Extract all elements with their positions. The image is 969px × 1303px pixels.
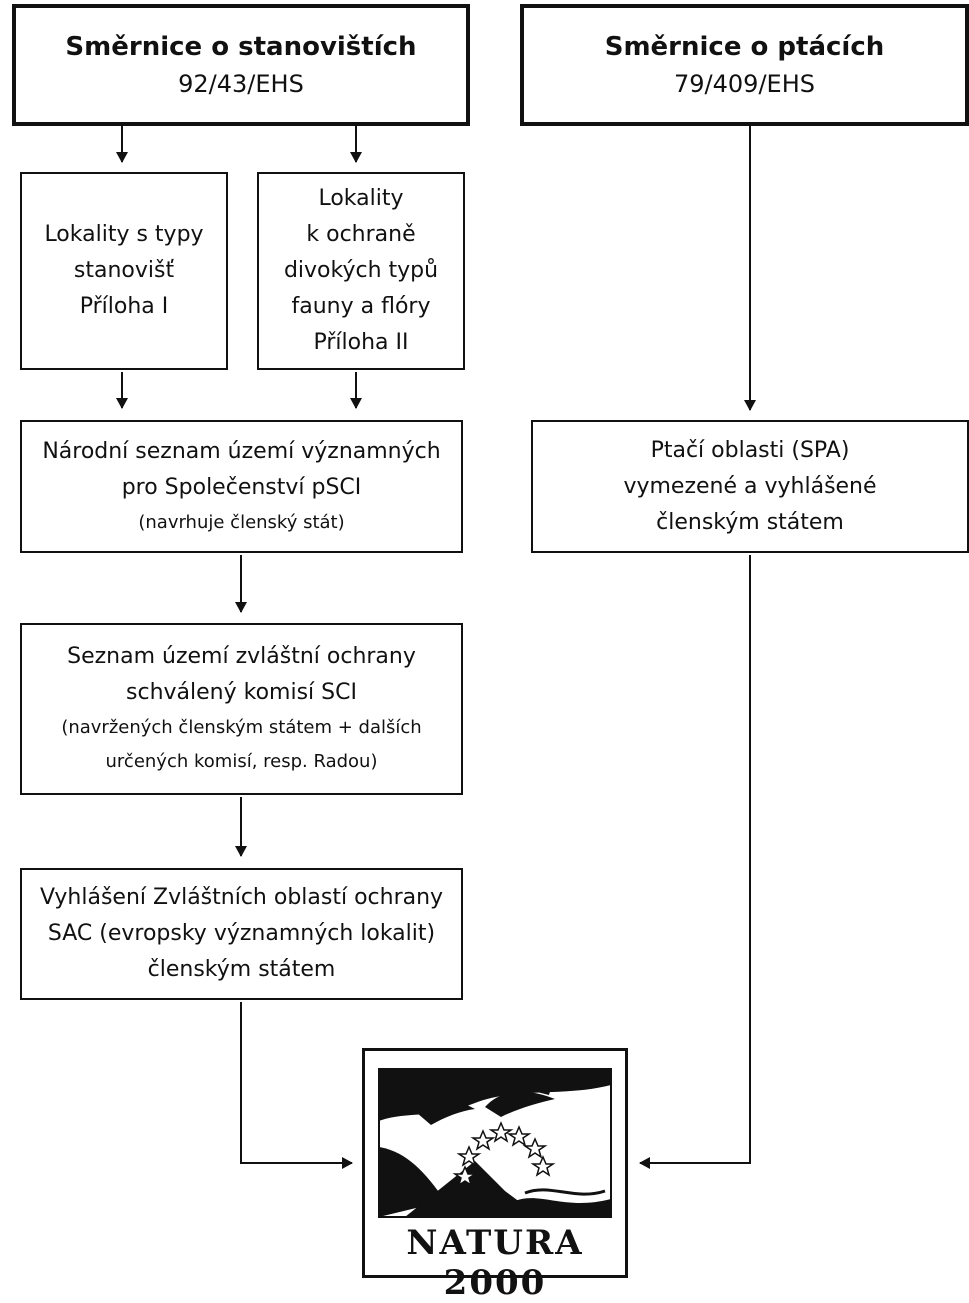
sac-line: členským státem	[147, 957, 336, 982]
arrow-sac-to-natura	[240, 1002, 353, 1169]
annex1-line: Lokality s typy	[44, 222, 204, 247]
annex2-line: Lokality	[318, 186, 404, 211]
annex2-line: k ochraně	[306, 222, 416, 247]
annex1-line: stanovišť	[73, 258, 175, 283]
natura-landscape-icon	[378, 1068, 612, 1218]
annex2-line: fauny a flóry	[291, 294, 431, 319]
sci-line: Seznam území zvláštní ochrany	[67, 644, 416, 669]
spa-line: členským státem	[656, 509, 844, 535]
habitats-directive-code: 92/43/EHS	[178, 70, 304, 98]
national-list-line: pro Společenství pSCI	[121, 474, 362, 500]
annex2-line: divokých typů	[283, 258, 439, 283]
spa-line: vymezené a vyhlášené	[623, 473, 877, 499]
sci-note: určených komisí, resp. Radou)	[105, 751, 378, 772]
sci-line: schválený komisí SCI	[126, 680, 357, 705]
national-list-psci-box: Národní seznam území významných pro Spol…	[20, 420, 463, 553]
national-list-note: (navrhuje členský stát)	[138, 511, 345, 533]
connector-arrows	[116, 126, 756, 1169]
sci-note: (navržených členským státem + dalších	[61, 717, 422, 738]
spa-box: Ptačí oblasti (SPA) vymezené a vyhlášené…	[531, 420, 969, 553]
sac-declaration-box: Vyhlášení Zvláštních oblastí ochrany SAC…	[20, 868, 463, 1000]
arrow-spa-to-natura	[639, 555, 751, 1169]
birds-directive-title: Směrnice o ptácích	[604, 32, 885, 62]
annex1-habitat-sites-box: Lokality s typy stanovišť Příloha I	[20, 172, 228, 370]
annex2-line: Příloha II	[313, 330, 409, 355]
sac-line: Vyhlášení Zvláštních oblastí ochrany	[39, 885, 444, 910]
sac-line: SAC (evropsky významných lokalit)	[47, 921, 436, 946]
birds-directive-code: 79/409/EHS	[674, 70, 815, 98]
sci-list-box: Seznam území zvláštní ochrany schválený …	[20, 623, 463, 795]
birds-directive-box: Směrnice o ptácích 79/409/EHS	[520, 4, 969, 126]
annex1-line: Příloha I	[79, 294, 169, 319]
natura-2000-text: NATURA 2000	[406, 1223, 584, 1303]
spa-line: Ptačí oblasti (SPA)	[650, 437, 850, 463]
natura-2000-logo: NATURA 2000	[362, 1048, 628, 1303]
annex2-species-sites-box: Lokality k ochraně divokých typů fauny a…	[257, 172, 465, 370]
national-list-line: Národní seznam území významných	[42, 438, 441, 464]
habitats-directive-title: Směrnice o stanovištích	[65, 32, 417, 62]
habitats-directive-box: Směrnice o stanovištích 92/43/EHS	[12, 4, 470, 126]
